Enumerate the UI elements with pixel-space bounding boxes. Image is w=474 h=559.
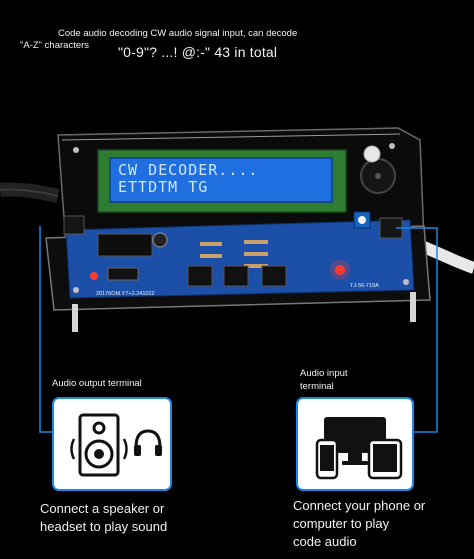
right-connector-line bbox=[396, 227, 438, 433]
audio-input-description-2: computer to play bbox=[293, 516, 390, 531]
audio-input-description-3: code audio bbox=[293, 534, 357, 549]
lcd-row-1: CW DECODER.... bbox=[118, 161, 259, 179]
header-line-3: "0-9"? ...! @:-" 43 in total bbox=[118, 44, 278, 60]
pcb-label-right: TJ-56-719A bbox=[350, 283, 379, 289]
phone-icon bbox=[315, 438, 339, 480]
audio-output-description-2: headset to play sound bbox=[40, 519, 168, 534]
tablet-icon bbox=[367, 438, 403, 480]
audio-output-label: Audio output terminal bbox=[52, 378, 142, 389]
audio-input-card bbox=[296, 397, 414, 491]
headphones-icon bbox=[134, 429, 162, 456]
audio-output-jack bbox=[63, 215, 85, 235]
audio-input-label-1: Audio input bbox=[300, 368, 348, 379]
header-line-2: "A-Z" characters bbox=[20, 40, 90, 51]
pcb-label-left: 20176OM.Y7+2.241022 bbox=[96, 291, 155, 297]
audio-output-description-1: Connect a speaker or bbox=[40, 501, 165, 516]
audio-input-label-2: terminal bbox=[300, 381, 334, 392]
lcd-row-2: ETTDTM TG bbox=[118, 178, 209, 196]
audio-input-description-1: Connect your phone or bbox=[293, 498, 426, 513]
speaker-icon bbox=[70, 413, 128, 477]
header-line-1: Code audio decoding CW audio signal inpu… bbox=[58, 28, 298, 39]
audio-output-card bbox=[52, 397, 172, 491]
